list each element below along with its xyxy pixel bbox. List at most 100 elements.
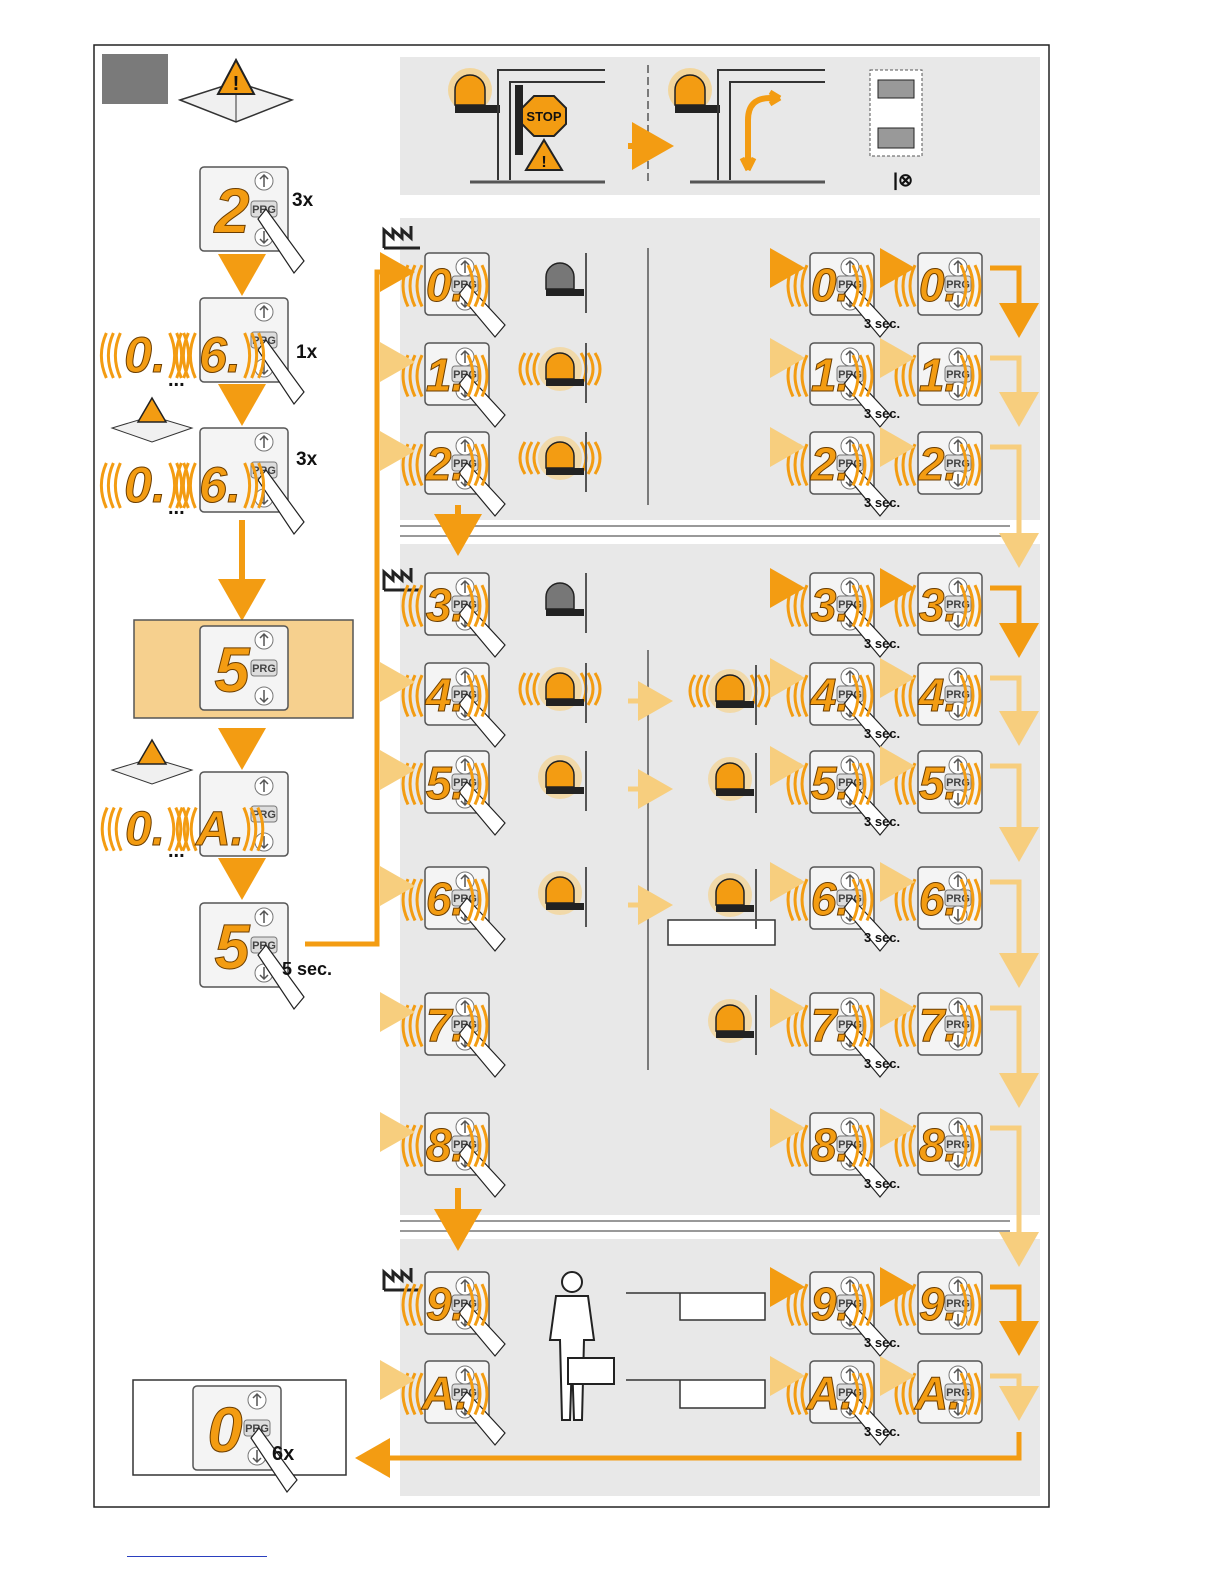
- final-keypad-digit: 0: [207, 1395, 243, 1466]
- footer-link[interactable]: [127, 1556, 267, 1557]
- manual-warning-icon: !: [177, 57, 295, 123]
- row-8-flow-connector: [990, 1125, 1039, 1267]
- row-1-confirm-label: 3 sec.: [864, 406, 900, 421]
- row-8-result-code: 8.: [894, 1119, 982, 1172]
- section-divider-2: [400, 1215, 1040, 1239]
- row-4-result-keypad[interactable]: PRG: [917, 662, 983, 726]
- row-7-flow-connector: [990, 1005, 1039, 1108]
- row-4-lamp-flash: [518, 663, 602, 723]
- svg-text:PRG: PRG: [946, 458, 970, 470]
- row-4-lamp-result: [688, 665, 772, 725]
- step2-digit-first: 0.: [99, 327, 191, 384]
- svg-text:3.: 3.: [811, 579, 849, 631]
- svg-text:PRG: PRG: [946, 1387, 970, 1399]
- row-10-flow-connector: [990, 1373, 1039, 1421]
- svg-text:A.: A.: [195, 803, 244, 856]
- row-7-code: 7.: [401, 999, 489, 1052]
- row-5-code: 5.: [401, 757, 489, 810]
- svg-text:6.: 6.: [199, 457, 241, 513]
- row-9-confirm-keypad[interactable]: PRG: [809, 1271, 891, 1357]
- step3-digit-second: 6.: [174, 457, 266, 514]
- row-7-select-keypad[interactable]: PRG: [424, 992, 506, 1078]
- svg-text:PRG: PRG: [946, 1019, 970, 1031]
- svg-text:8.: 8.: [426, 1119, 464, 1171]
- svg-text:3.: 3.: [426, 579, 464, 631]
- svg-text:PRG: PRG: [946, 777, 970, 789]
- step3-digit-first: 0.: [99, 457, 191, 514]
- svg-text:0.: 0.: [811, 259, 849, 311]
- row-6-confirm-label: 3 sec.: [864, 930, 900, 945]
- svg-text:0.: 0.: [125, 803, 165, 856]
- step2-ellipsis: ...: [168, 369, 185, 391]
- left-flow-arrows: [218, 252, 1022, 1478]
- svg-text:0.: 0.: [426, 259, 464, 311]
- row-0-lamp-off: [545, 253, 587, 313]
- row-6-select-keypad[interactable]: PRG: [424, 866, 506, 952]
- row-4-confirm-code: 4.: [786, 669, 874, 722]
- svg-text:3.: 3.: [919, 579, 957, 631]
- row-4-code: 4.: [401, 669, 489, 722]
- svg-text:7.: 7.: [919, 999, 957, 1051]
- svg-text:2.: 2.: [918, 438, 957, 490]
- row-0-confirm-code: 0.: [786, 259, 874, 312]
- row-1-flow-connector: [990, 355, 1039, 427]
- step2-digit-second: 6.: [174, 327, 266, 384]
- row-6-result-keypad[interactable]: PRG: [917, 866, 983, 930]
- row-8-confirm-label: 3 sec.: [864, 1176, 900, 1191]
- stop-sign-icon: [521, 95, 567, 137]
- svg-text:!: !: [233, 73, 240, 95]
- stop-sign-label: STOP: [526, 109, 561, 124]
- step6-keypad-digit: 5: [214, 912, 251, 983]
- svg-text:8.: 8.: [919, 1119, 957, 1171]
- svg-text:7.: 7.: [811, 999, 849, 1051]
- svg-text:PRG: PRG: [946, 279, 970, 291]
- svg-text:A.: A.: [421, 1367, 468, 1419]
- svg-text:5: 5: [214, 913, 250, 983]
- step6-press-duration: 5 sec.: [282, 959, 332, 979]
- svg-text:2: 2: [213, 177, 249, 247]
- step1-press-count: 3x: [292, 190, 314, 211]
- row-3-confirm-keypad[interactable]: PRG: [809, 572, 891, 658]
- row-10-confirm-code: A.: [786, 1367, 874, 1420]
- step3-ellipsis: ...: [168, 497, 185, 519]
- row-7-confirm-code: 7.: [786, 999, 874, 1052]
- svg-text:PRG: PRG: [946, 1298, 970, 1310]
- row-2-code: 2.: [401, 438, 489, 491]
- step2-keypad[interactable]: PRG: [199, 297, 305, 406]
- row-3-lamp-off: [545, 573, 587, 633]
- warning-icon-step5: [136, 738, 168, 765]
- row-10-result-code: A.: [894, 1367, 982, 1420]
- row-1-confirm-keypad[interactable]: PRG: [809, 342, 891, 428]
- row-1-lamp-flash: [518, 343, 602, 403]
- row-5-confirm-label: 3 sec.: [864, 814, 900, 829]
- svg-text:2.: 2.: [810, 438, 849, 490]
- row-2-flow-connector: [990, 444, 1039, 568]
- row-4-flow-connector: [990, 675, 1039, 746]
- row-7-lamp-result: [708, 995, 757, 1055]
- row-5-lamp-result: [708, 753, 757, 813]
- row-10-confirm-label: 3 sec.: [864, 1424, 900, 1439]
- svg-text:PRG: PRG: [946, 369, 970, 381]
- row-0-flow-connector: [990, 265, 1039, 338]
- svg-text:PRG: PRG: [252, 465, 276, 477]
- step2-press-count: 1x: [296, 342, 318, 363]
- svg-text:5.: 5.: [426, 757, 464, 809]
- step5-digit-first: 0.: [100, 803, 190, 857]
- row-10-code: A.: [401, 1367, 489, 1420]
- svg-text:1.: 1.: [426, 349, 464, 401]
